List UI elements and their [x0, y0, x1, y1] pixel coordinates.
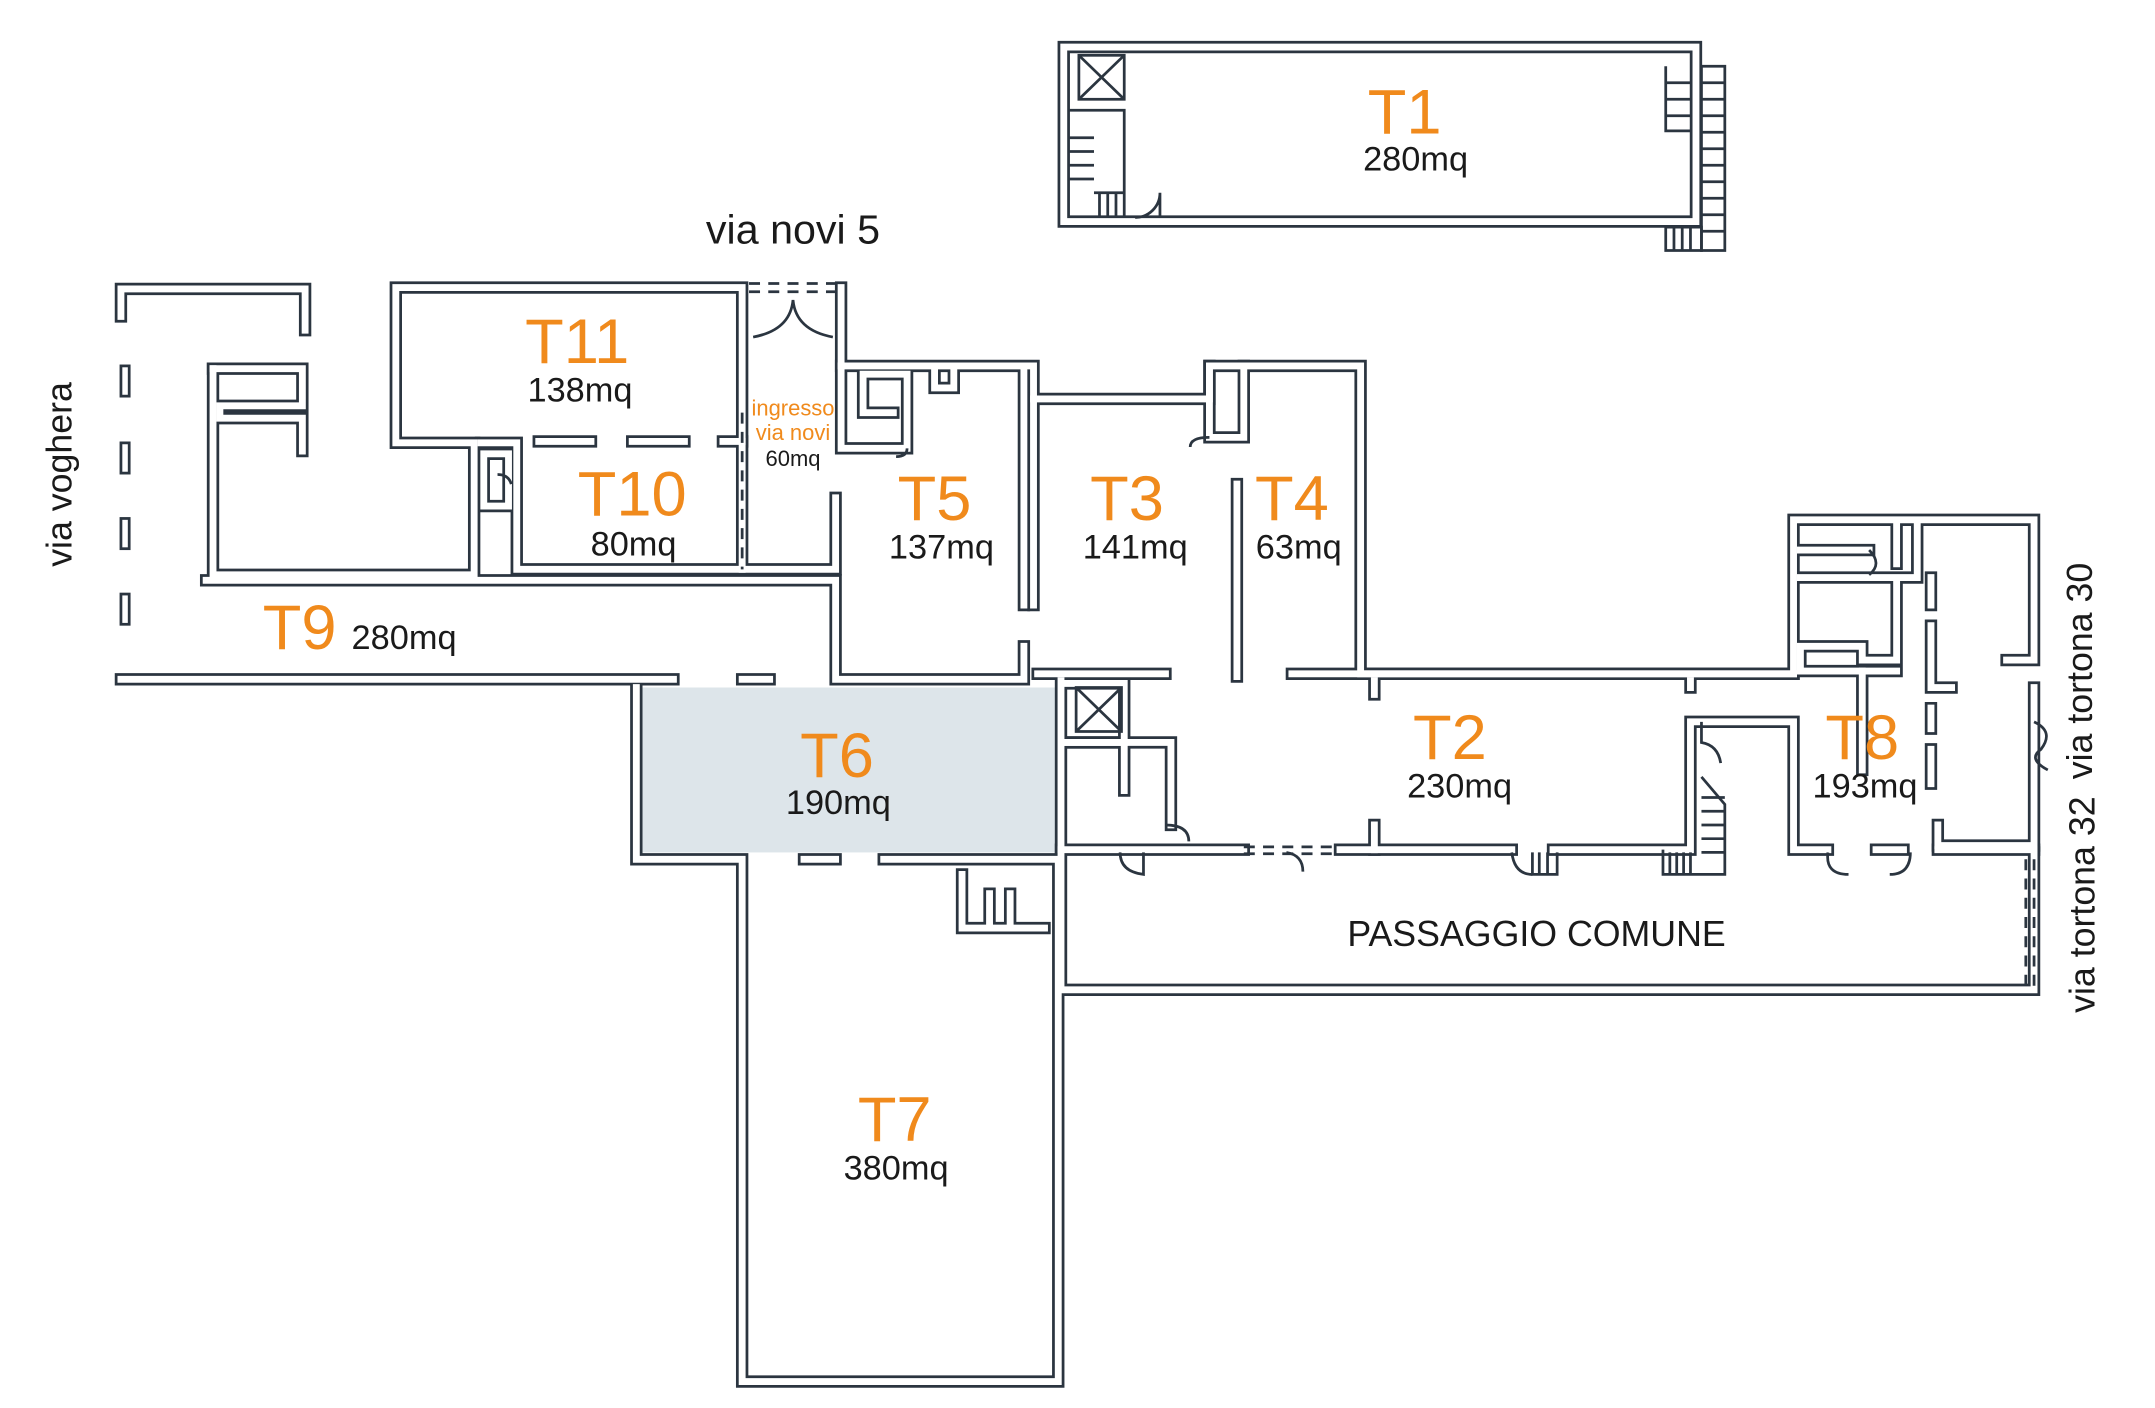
unit-t8-name: T8 — [1825, 703, 1899, 773]
unit-t8-area: 193mq — [1813, 767, 1918, 805]
unit-t6-highlight[interactable] — [636, 687, 1062, 853]
elevator-t6-icon — [1074, 686, 1123, 733]
unit-t2-name: T2 — [1413, 703, 1487, 773]
wall — [477, 447, 515, 513]
wall-inner — [931, 367, 958, 392]
wall-inner — [209, 284, 746, 579]
elevator-t1-icon — [1077, 53, 1126, 101]
entrance-via-novi[interactable]: ingresso via novi 60mq — [751, 395, 834, 471]
wall-inner — [958, 870, 1048, 932]
unit-t4-name: T4 — [1255, 464, 1329, 534]
unit-t1-area: 280mq — [1363, 141, 1468, 179]
unit-t9[interactable]: T9 280mq — [263, 593, 457, 663]
wall-details — [119, 53, 2049, 990]
unit-t5-name: T5 — [898, 464, 972, 534]
unit-t4-area: 63mq — [1256, 528, 1342, 566]
unit-t10[interactable]: T10 80mq — [578, 460, 687, 564]
unit-t6-area: 190mq — [786, 784, 891, 822]
unit-t3-name: T3 — [1090, 464, 1164, 534]
wall-inner — [1206, 362, 1248, 441]
street-via-voghera: via voghera — [39, 382, 79, 567]
wall-fills — [117, 43, 2038, 1385]
wall-inner — [202, 576, 1169, 683]
wall-inner — [1796, 519, 1921, 675]
door-arcs — [497, 299, 2049, 876]
stairs-t1-icon — [1664, 64, 1727, 252]
stairs-t2-icon — [1531, 775, 1727, 876]
entrance-label-line1: ingresso — [751, 395, 834, 420]
unit-t11[interactable]: T11 138mq — [525, 307, 632, 409]
wall — [1060, 736, 1178, 832]
entrance-area: 60mq — [766, 446, 821, 471]
entrance-label-line2: via novi — [756, 420, 831, 445]
unit-t2-area: 230mq — [1407, 767, 1512, 805]
unit-t11-name: T11 — [525, 307, 629, 377]
wall-inner — [837, 284, 2038, 849]
unit-t11-area: 138mq — [527, 372, 632, 410]
unit-t6-name: T6 — [800, 721, 874, 791]
wall-inner — [117, 285, 309, 334]
unit-t10-name: T10 — [578, 460, 687, 530]
unit-t7-name: T7 — [858, 1085, 932, 1155]
wall-inner — [1063, 739, 1175, 829]
stairs-t1-left-icon — [1069, 108, 1162, 219]
unit-t2[interactable]: T2 230mq — [1407, 703, 1512, 805]
unit-t3-area: 141mq — [1083, 528, 1188, 566]
wall-inner — [209, 365, 306, 455]
unit-t7-area: 380mq — [844, 1150, 949, 1188]
walls — [114, 40, 2041, 1388]
wall — [1203, 359, 1250, 444]
wall-inner — [1927, 574, 1956, 788]
wall-inner — [837, 362, 911, 452]
wall — [955, 868, 1051, 935]
wall-inner — [477, 439, 840, 573]
wall-inner — [480, 450, 512, 510]
street-via-novi: via novi 5 — [706, 207, 880, 253]
unit-t3[interactable]: T3 141mq — [1083, 464, 1188, 566]
unit-t4[interactable]: T4 63mq — [1255, 464, 1342, 566]
wall — [834, 359, 914, 455]
street-via-tortona-30: via tortona 30 — [2060, 563, 2100, 779]
street-via-tortona-32: via tortona 32 — [2063, 796, 2103, 1012]
wall-inner — [1057, 718, 2038, 854]
unit-t9-area: 280mq — [352, 619, 457, 657]
wall-inner — [1370, 677, 1694, 854]
unit-t7[interactable]: T7 380mq — [844, 1085, 949, 1187]
common-passage-label: PASSAGGIO COMUNE — [1347, 914, 1725, 954]
unit-t1[interactable]: T1 280mq — [1363, 78, 1468, 179]
unit-t1-name: T1 — [1368, 78, 1442, 148]
dashed-openings — [740, 282, 2036, 990]
unit-t10-area: 80mq — [591, 526, 677, 564]
wall — [206, 362, 309, 458]
unit-t8[interactable]: T8 193mq — [1813, 703, 1918, 805]
wall — [114, 282, 312, 337]
unit-t9-name: T9 — [263, 593, 337, 663]
wall-inner — [1060, 43, 1700, 226]
unit-t6[interactable]: T6 190mq — [786, 721, 891, 822]
unit-t5-area: 137mq — [889, 528, 994, 566]
unit-t5[interactable]: T5 137mq — [889, 464, 994, 566]
